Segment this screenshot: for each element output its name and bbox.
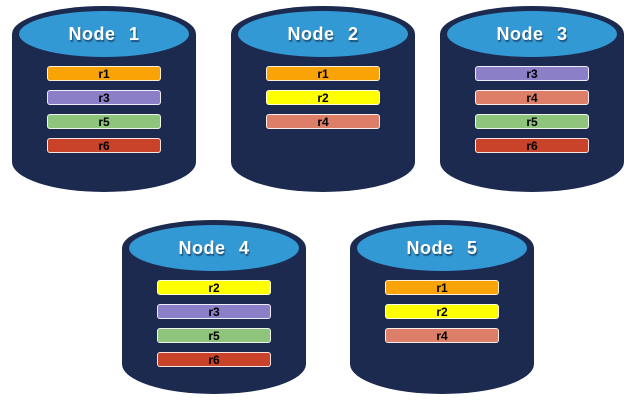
database-node-2: Node 2 r1 r2 r4 — [231, 6, 415, 192]
node-label: Node 5 — [406, 237, 478, 258]
replica-label: r1 — [98, 66, 110, 81]
replica-label: r2 — [208, 280, 220, 295]
replica-label: r3 — [98, 90, 110, 105]
replica-list: r3 r4 r5 r6 — [475, 66, 589, 162]
database-node-5: Node 5 r1 r2 r4 — [350, 220, 534, 394]
cylinder-cap: Node 1 — [19, 11, 189, 57]
replica-bar-r3: r3 — [47, 90, 161, 105]
replica-bar-r6: r6 — [475, 138, 589, 153]
node-label: Node 3 — [496, 23, 568, 44]
replica-label: r6 — [98, 138, 110, 153]
replica-bar-r1: r1 — [385, 280, 499, 295]
replica-label: r4 — [526, 90, 538, 105]
cylinder-cap: Node 2 — [238, 11, 408, 57]
database-node-1: Node 1 r1 r3 r5 r6 — [12, 6, 196, 192]
replica-label: r3 — [208, 304, 220, 319]
replica-label: r3 — [526, 66, 538, 81]
replica-label: r4 — [436, 328, 448, 343]
replica-bar-r4: r4 — [385, 328, 499, 343]
database-node-3: Node 3 r3 r4 r5 r6 — [440, 6, 624, 192]
node-label: Node 4 — [178, 237, 250, 258]
replica-list: r1 r2 r4 — [266, 66, 380, 138]
replica-bar-r4: r4 — [266, 114, 380, 129]
replica-list: r2 r3 r5 r6 — [157, 280, 271, 376]
replica-bar-r1: r1 — [266, 66, 380, 81]
replica-bar-r2: r2 — [385, 304, 499, 319]
replica-label: r1 — [436, 280, 448, 295]
cylinder-cap: Node 4 — [129, 225, 299, 271]
node-label: Node 2 — [287, 23, 359, 44]
replica-bar-r5: r5 — [47, 114, 161, 129]
replica-bar-r6: r6 — [47, 138, 161, 153]
replica-label: r5 — [208, 328, 220, 343]
replica-label: r5 — [98, 114, 110, 129]
cylinder-cap: Node 3 — [447, 11, 617, 57]
replica-bar-r2: r2 — [157, 280, 271, 295]
replica-bar-r1: r1 — [47, 66, 161, 81]
replica-list: r1 r3 r5 r6 — [47, 66, 161, 162]
replica-bar-r4: r4 — [475, 90, 589, 105]
replica-bar-r6: r6 — [157, 352, 271, 367]
replica-label: r2 — [436, 304, 448, 319]
replica-label: r4 — [317, 114, 329, 129]
replica-label: r2 — [317, 90, 329, 105]
replica-bar-r5: r5 — [157, 328, 271, 343]
replica-bar-r5: r5 — [475, 114, 589, 129]
replica-list: r1 r2 r4 — [385, 280, 499, 352]
database-node-4: Node 4 r2 r3 r5 r6 — [122, 220, 306, 394]
replica-bar-r2: r2 — [266, 90, 380, 105]
replica-bar-r3: r3 — [157, 304, 271, 319]
replica-bar-r3: r3 — [475, 66, 589, 81]
replica-label: r6 — [208, 352, 220, 367]
replica-label: r6 — [526, 138, 538, 153]
replica-label: r1 — [317, 66, 329, 81]
cylinder-cap: Node 5 — [357, 225, 527, 271]
node-label: Node 1 — [68, 23, 140, 44]
replica-label: r5 — [526, 114, 538, 129]
